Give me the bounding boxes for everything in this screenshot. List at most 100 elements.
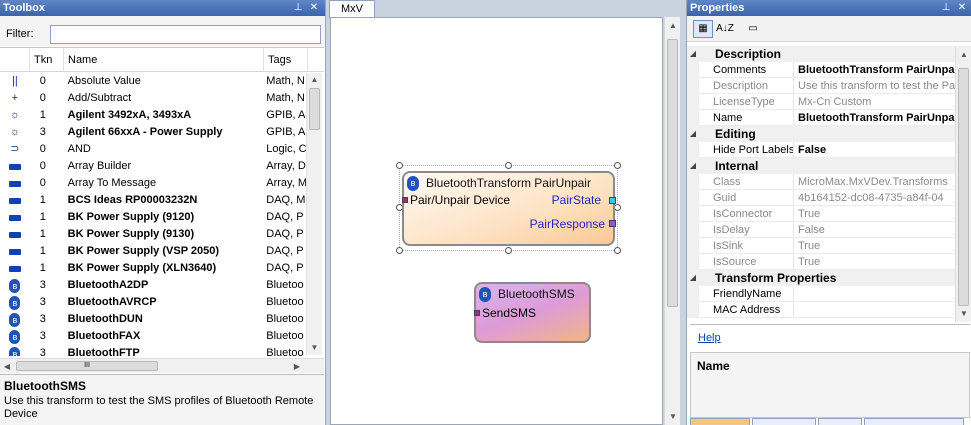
transform-node-sms[interactable]: ʙ BluetoothSMS SendSMS bbox=[474, 282, 591, 343]
hscroll-thumb[interactable]: III bbox=[16, 361, 158, 371]
resize-handle[interactable] bbox=[505, 247, 512, 254]
canvas-vscrollbar[interactable]: ▲ ▼ bbox=[664, 17, 680, 425]
pin-icon[interactable]: ⊥ bbox=[293, 2, 303, 13]
column-header-name[interactable]: Name bbox=[64, 48, 264, 71]
sort-alphabetical-icon[interactable]: A↓Z bbox=[716, 23, 734, 34]
resize-handle[interactable] bbox=[396, 247, 403, 254]
property-value[interactable]: True bbox=[794, 254, 956, 270]
resize-handle[interactable] bbox=[396, 162, 403, 169]
output-port-pin[interactable] bbox=[609, 220, 616, 227]
property-value[interactable] bbox=[794, 302, 956, 318]
scroll-right-icon[interactable]: ▶ bbox=[293, 362, 301, 371]
toolbox-hscrollbar[interactable]: ◀ III ▶ bbox=[0, 358, 324, 373]
scroll-left-icon[interactable]: ◀ bbox=[3, 362, 11, 371]
column-header-icon[interactable] bbox=[0, 48, 30, 71]
property-value[interactable]: True bbox=[794, 238, 956, 254]
bottom-tab[interactable] bbox=[818, 418, 862, 425]
resize-handle[interactable] bbox=[614, 204, 621, 211]
scroll-down-icon[interactable]: ▼ bbox=[669, 412, 677, 421]
bottom-tab[interactable] bbox=[690, 418, 750, 425]
property-category[interactable]: ◢Editing bbox=[687, 126, 956, 142]
scroll-thumb[interactable] bbox=[667, 39, 678, 307]
property-pages-icon[interactable]: ▭ bbox=[748, 23, 758, 34]
property-value[interactable]: Use this transform to test the Pair/Unpa… bbox=[794, 78, 956, 94]
scroll-down-icon[interactable]: ▼ bbox=[310, 343, 319, 352]
input-port-pin[interactable] bbox=[474, 310, 480, 316]
help-link[interactable]: Help bbox=[698, 332, 721, 344]
filter-input[interactable] bbox=[50, 24, 321, 44]
property-value[interactable]: BluetoothTransform PairUnpair bbox=[794, 62, 956, 78]
property-row[interactable]: FriendlyName bbox=[687, 286, 956, 302]
property-value[interactable]: MicroMax.MxVDev.Transforms bbox=[794, 174, 956, 190]
item-token: 1 bbox=[39, 262, 46, 274]
close-icon[interactable]: ✕ bbox=[309, 2, 319, 13]
bottom-tab[interactable] bbox=[752, 418, 816, 425]
resize-handle[interactable] bbox=[614, 247, 621, 254]
scroll-up-icon[interactable]: ▲ bbox=[960, 50, 968, 59]
property-category[interactable]: ◢Transform Properties bbox=[687, 270, 956, 286]
input-port-pin[interactable] bbox=[402, 197, 408, 203]
property-category[interactable]: ◢Description bbox=[687, 46, 956, 62]
scroll-down-icon[interactable]: ▼ bbox=[960, 309, 968, 318]
column-header-tags[interactable]: Tags bbox=[264, 48, 308, 71]
scroll-up-icon[interactable]: ▲ bbox=[669, 21, 677, 30]
close-icon[interactable]: ✕ bbox=[957, 2, 967, 13]
plug-icon bbox=[0, 175, 30, 192]
resize-handle[interactable] bbox=[505, 162, 512, 169]
scroll-up-icon[interactable]: ▲ bbox=[310, 75, 319, 84]
property-value[interactable]: Mx-Cn Custom bbox=[794, 94, 956, 110]
categorized-icon[interactable]: ▦ bbox=[693, 20, 713, 38]
design-canvas[interactable]: ʙ BluetoothTransform PairUnpair Pair/Unp… bbox=[330, 17, 663, 425]
property-value[interactable]: False bbox=[794, 222, 956, 238]
pin-icon[interactable]: ⊥ bbox=[941, 2, 951, 13]
property-value[interactable] bbox=[794, 286, 956, 302]
resize-handle[interactable] bbox=[614, 162, 621, 169]
property-value[interactable]: 4b164152-dc08-4735-a84f-04 bbox=[794, 190, 956, 206]
property-value[interactable]: BluetoothTransform PairUnpair bbox=[794, 110, 956, 126]
property-value[interactable]: True bbox=[794, 206, 956, 222]
properties-vscrollbar[interactable]: ▲ ▼ bbox=[955, 46, 971, 322]
property-category[interactable]: ◢Internal bbox=[687, 158, 956, 174]
transform-node-pairunpair[interactable]: ʙ BluetoothTransform PairUnpair Pair/Unp… bbox=[402, 171, 616, 246]
row-gutter bbox=[687, 302, 699, 318]
scroll-thumb[interactable] bbox=[958, 68, 969, 306]
toolbox-vscrollbar[interactable]: ▲ ▼ bbox=[306, 73, 322, 355]
scroll-thumb[interactable] bbox=[309, 88, 320, 130]
property-value[interactable]: False bbox=[794, 142, 956, 158]
item-token: 1 bbox=[39, 228, 46, 240]
item-name: BluetoothA2DP bbox=[67, 279, 149, 291]
output-port-pin[interactable] bbox=[609, 197, 616, 204]
column-header-tkn[interactable]: Tkn bbox=[30, 48, 64, 71]
tab-mxv[interactable]: MxV bbox=[329, 0, 375, 18]
property-row[interactable]: MAC Address bbox=[687, 302, 956, 318]
bottom-tab[interactable] bbox=[864, 418, 964, 425]
